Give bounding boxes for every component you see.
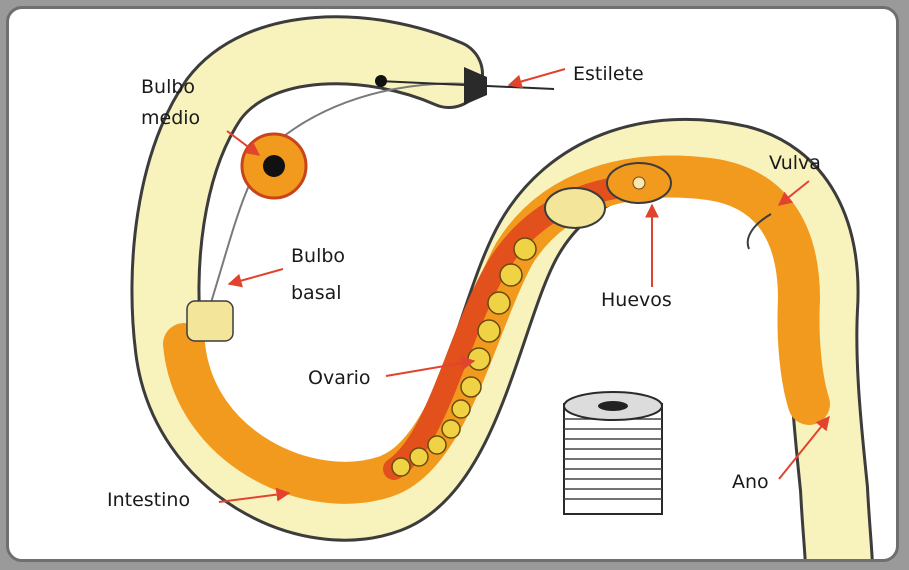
bulbo-basal-arrow	[229, 269, 283, 284]
label-bulbo-medio-1: Bulbo	[141, 76, 195, 98]
label-ovario: Ovario	[308, 367, 371, 389]
label-bulbo-basal-1: Bulbo	[291, 245, 345, 267]
cross-section-illustration	[564, 392, 662, 514]
estilete-arrow	[509, 69, 565, 85]
diagram-frame: Bulbo medio Estilete Vulva Bulbo basal H…	[6, 6, 899, 562]
label-huevos: Huevos	[601, 289, 672, 311]
egg	[545, 188, 605, 228]
esophagus	[209, 83, 479, 309]
label-vulva: Vulva	[769, 152, 821, 174]
label-estilete: Estilete	[573, 63, 644, 85]
label-ano: Ano	[732, 471, 769, 493]
basal-bulb	[187, 301, 233, 341]
label-intestino: Intestino	[107, 489, 190, 511]
nematode-diagram: Bulbo medio Estilete Vulva Bulbo basal H…	[9, 9, 899, 562]
label-bulbo-basal-2: basal	[291, 282, 342, 304]
label-bulbo-medio-2: medio	[141, 107, 200, 129]
